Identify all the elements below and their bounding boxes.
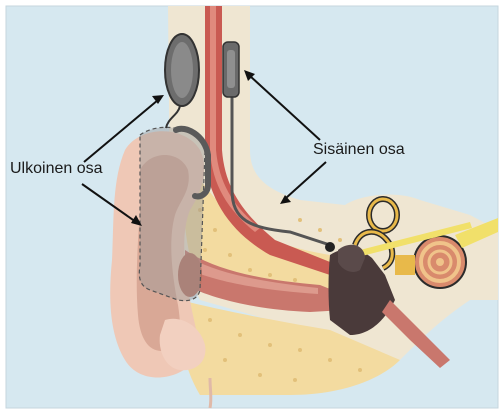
implant-receiver-highlight: [227, 50, 235, 88]
electrode-tip: [325, 242, 335, 252]
ear-cord: [210, 378, 211, 408]
processor-body: [139, 127, 205, 300]
label-external-part: Ulkoinen osa: [10, 160, 103, 178]
label-internal-part: Sisäinen osa: [313, 141, 405, 159]
